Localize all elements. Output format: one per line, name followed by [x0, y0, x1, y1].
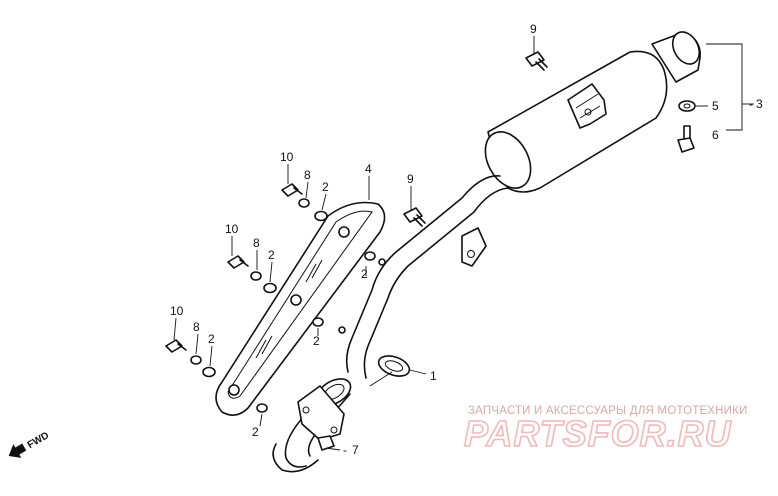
- exhaust-pipe: [272, 175, 509, 473]
- callout-2-pipe: 2: [361, 267, 368, 281]
- callout-2-a: 2: [322, 180, 329, 194]
- callout-9-top: 9: [530, 22, 537, 36]
- callout-2-mid: 2: [313, 334, 320, 348]
- callout-9-mid: 9: [407, 172, 414, 186]
- callout-2-b: 2: [268, 248, 275, 262]
- callout-labels: 9 5 3 6 4 9 10 8 2 10 8 2 2 2 10 8 2 1 2…: [170, 22, 763, 457]
- callout-3: 3: [756, 97, 763, 111]
- muffler: [484, 31, 701, 193]
- callout-10-b: 10: [225, 222, 239, 236]
- gasket: [377, 355, 411, 377]
- callout-5: 5: [712, 99, 719, 113]
- fasteners: [165, 51, 696, 413]
- callout-8-b: 8: [253, 236, 260, 250]
- watermark: ЗАПЧАСТИ И АКСЕССУАРЫ ДЛЯ МОТОТЕХНИКИ PA…: [463, 405, 748, 455]
- watermark-subtitle: ЗАПЧАСТИ И АКСЕССУАРЫ ДЛЯ МОТОТЕХНИКИ: [468, 405, 748, 417]
- callout-1: 1: [430, 369, 437, 383]
- fwd-label: FWD: [26, 430, 51, 451]
- watermark-brand: PARTSFOR.RU: [464, 413, 732, 454]
- callout-10-a: 10: [280, 150, 294, 164]
- leader-lines: [173, 36, 754, 451]
- callout-8-a: 8: [304, 168, 311, 182]
- callout-7-dash: -: [343, 443, 347, 457]
- callout-2-c: 2: [208, 332, 215, 346]
- fwd-arrow-icon: FWD: [8, 430, 51, 458]
- callout-8-c: 8: [193, 320, 200, 334]
- callout-7: 7: [352, 443, 359, 457]
- callout-3-dash: -: [749, 97, 753, 111]
- callout-10-c: 10: [170, 304, 184, 318]
- callout-4: 4: [365, 162, 372, 176]
- callout-6: 6: [712, 128, 719, 142]
- callout-2-bottom: 2: [252, 425, 259, 439]
- heat-shield: [215, 201, 386, 416]
